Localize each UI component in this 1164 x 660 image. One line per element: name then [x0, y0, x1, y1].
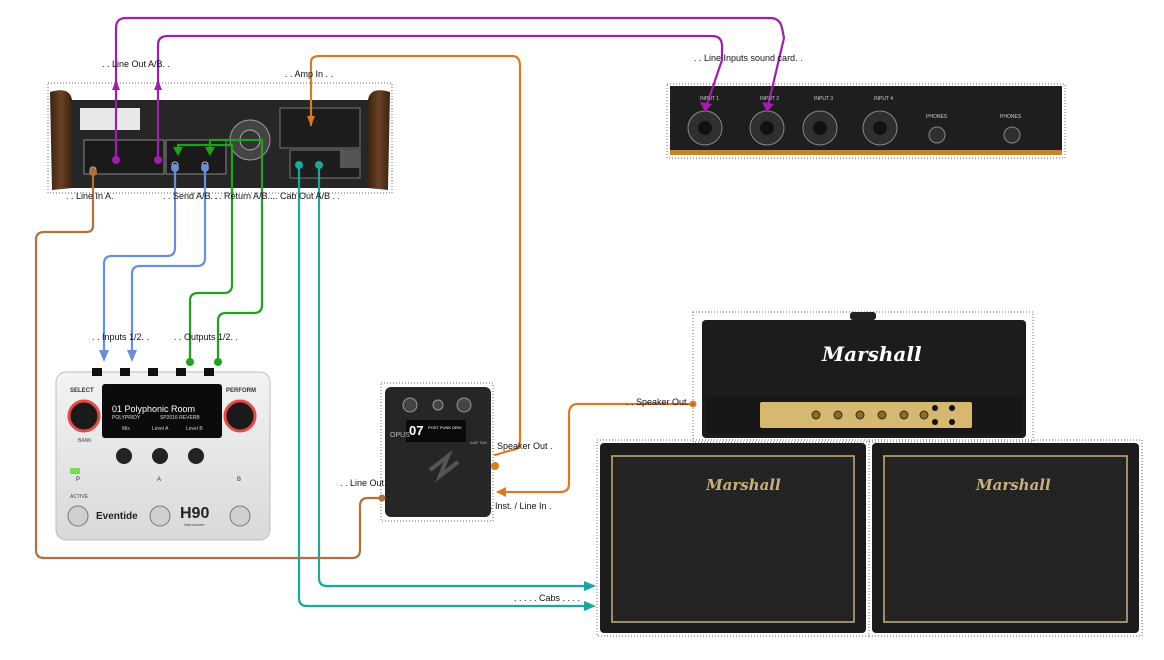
label-line-in-a: . . Line In A. [66, 191, 114, 201]
power-socket-icon [340, 150, 360, 168]
h90-bank-label: BANK [78, 438, 92, 444]
cable-line-out-a [114, 16, 786, 162]
label-amp-in: . . Amp In . . [285, 69, 334, 79]
param-knob-1[interactable] [116, 448, 132, 464]
eventide-h90-pedal [55, 368, 271, 541]
soundcard-input-2-label: INPUT 2 [760, 96, 780, 102]
h90-active-label: ACTIVE [70, 494, 89, 500]
label-send-ab: . . Send A/B. . [163, 191, 219, 201]
label-speaker-out-opus: . Speaker Out . [492, 441, 553, 451]
label-cabs: . . . . . Cabs . . . . [514, 593, 581, 603]
serial-sticker [80, 108, 140, 130]
wood-cheek-right [368, 90, 390, 190]
h90-algo-a: POLYPRIDY [112, 415, 141, 421]
h90-fs-a-label: A [157, 477, 162, 483]
opus-brand: OPUS [390, 432, 410, 439]
cable-send-b [130, 163, 207, 360]
h90-algo-b: SP2016 REVERB [160, 415, 200, 421]
control-panel [760, 402, 972, 428]
h90-fs-p-label: P [76, 477, 81, 483]
wood-cheek-left [50, 90, 72, 190]
label-line-out: . . Line Out. [340, 478, 387, 488]
label-line-inputs-soundcard: . . Line Inputs sound card. . [694, 53, 803, 63]
amp-head-rear [47, 82, 393, 194]
marshall-head-logo: Marshall [822, 342, 922, 366]
select-knob[interactable] [67, 399, 101, 433]
h90-fs-b-label: B [237, 477, 242, 483]
soundcard-phones-2-label: PHONES [1000, 114, 1022, 120]
h90-brand: Eventide [96, 511, 138, 522]
h90-param-3: Level B [186, 426, 203, 432]
marshall-cab-right [868, 439, 1143, 637]
h90-param-1: Mix [122, 426, 130, 432]
marshall-cab-left-logo: Marshall [706, 476, 781, 494]
cable-send-a [102, 163, 177, 360]
opus-preset-number: 07 [409, 423, 424, 438]
opus-screen [406, 420, 466, 442]
cable-line-out-b [156, 34, 724, 162]
cable-line-in-a [34, 170, 384, 560]
footswitch-b[interactable] [229, 505, 251, 527]
perform-knob[interactable] [223, 399, 257, 433]
label-inst-line-in: . Inst. / Line In . [490, 501, 552, 511]
label-outputs-12: . . Outputs 1/2. . [174, 332, 239, 342]
soundcard-input-4-label: INPUT 4 [874, 96, 894, 102]
marshall-cab-right-logo: Marshall [976, 476, 1051, 494]
opus-preset-name: POST PUNK DRIV [428, 425, 462, 430]
h90-perform-label: PERFORM [226, 388, 256, 394]
cable-return-b [216, 138, 264, 364]
opus-sub-label: AMP SIM [470, 440, 487, 445]
h90-select-label: SELECT [70, 388, 94, 394]
marshall-cab-left [596, 439, 870, 637]
cable-cab-out-a [297, 163, 595, 608]
h90-screen [102, 384, 222, 438]
label-line-out-ab: . . Line Out A/B. . [102, 59, 171, 69]
marshall-head [692, 311, 1034, 443]
h90-model-sub: Harmonizer [184, 522, 205, 527]
cable-return-a [188, 153, 234, 364]
footswitch-p[interactable] [67, 505, 89, 527]
cable-return-a-top [176, 143, 234, 157]
soundcard-phones-1-label: PHONES [926, 114, 948, 120]
soundcard-input-3-label: INPUT 3 [814, 96, 834, 102]
cable-cab-out-b [317, 163, 595, 588]
label-inputs-12: . . Inputs 1/2. . [92, 332, 150, 342]
cable-speaker-out [496, 402, 695, 494]
h90-param-2: Level A [152, 426, 169, 432]
opus-amp-sim-pedal [380, 382, 494, 522]
h90-preset-name: 01 Polyphonic Room [112, 404, 196, 414]
h90-model: H90 [180, 505, 210, 522]
sound-card [666, 83, 1066, 159]
param-knob-2[interactable] [152, 448, 168, 464]
cable-amp-in [309, 54, 522, 457]
label-speaker-out-marshall: . . Speaker Out. . [626, 397, 695, 407]
soundcard-input-1-label: INPUT 1 [700, 96, 720, 102]
footswitch-a[interactable] [149, 505, 171, 527]
opus-logo-icon [428, 449, 460, 483]
label-return-ab: . . Return A/B. . [214, 191, 276, 201]
param-knob-3[interactable] [188, 448, 204, 464]
connector-markers [89, 80, 774, 611]
label-cab-out-ab: . . Cab Out A/B . . [270, 191, 341, 201]
